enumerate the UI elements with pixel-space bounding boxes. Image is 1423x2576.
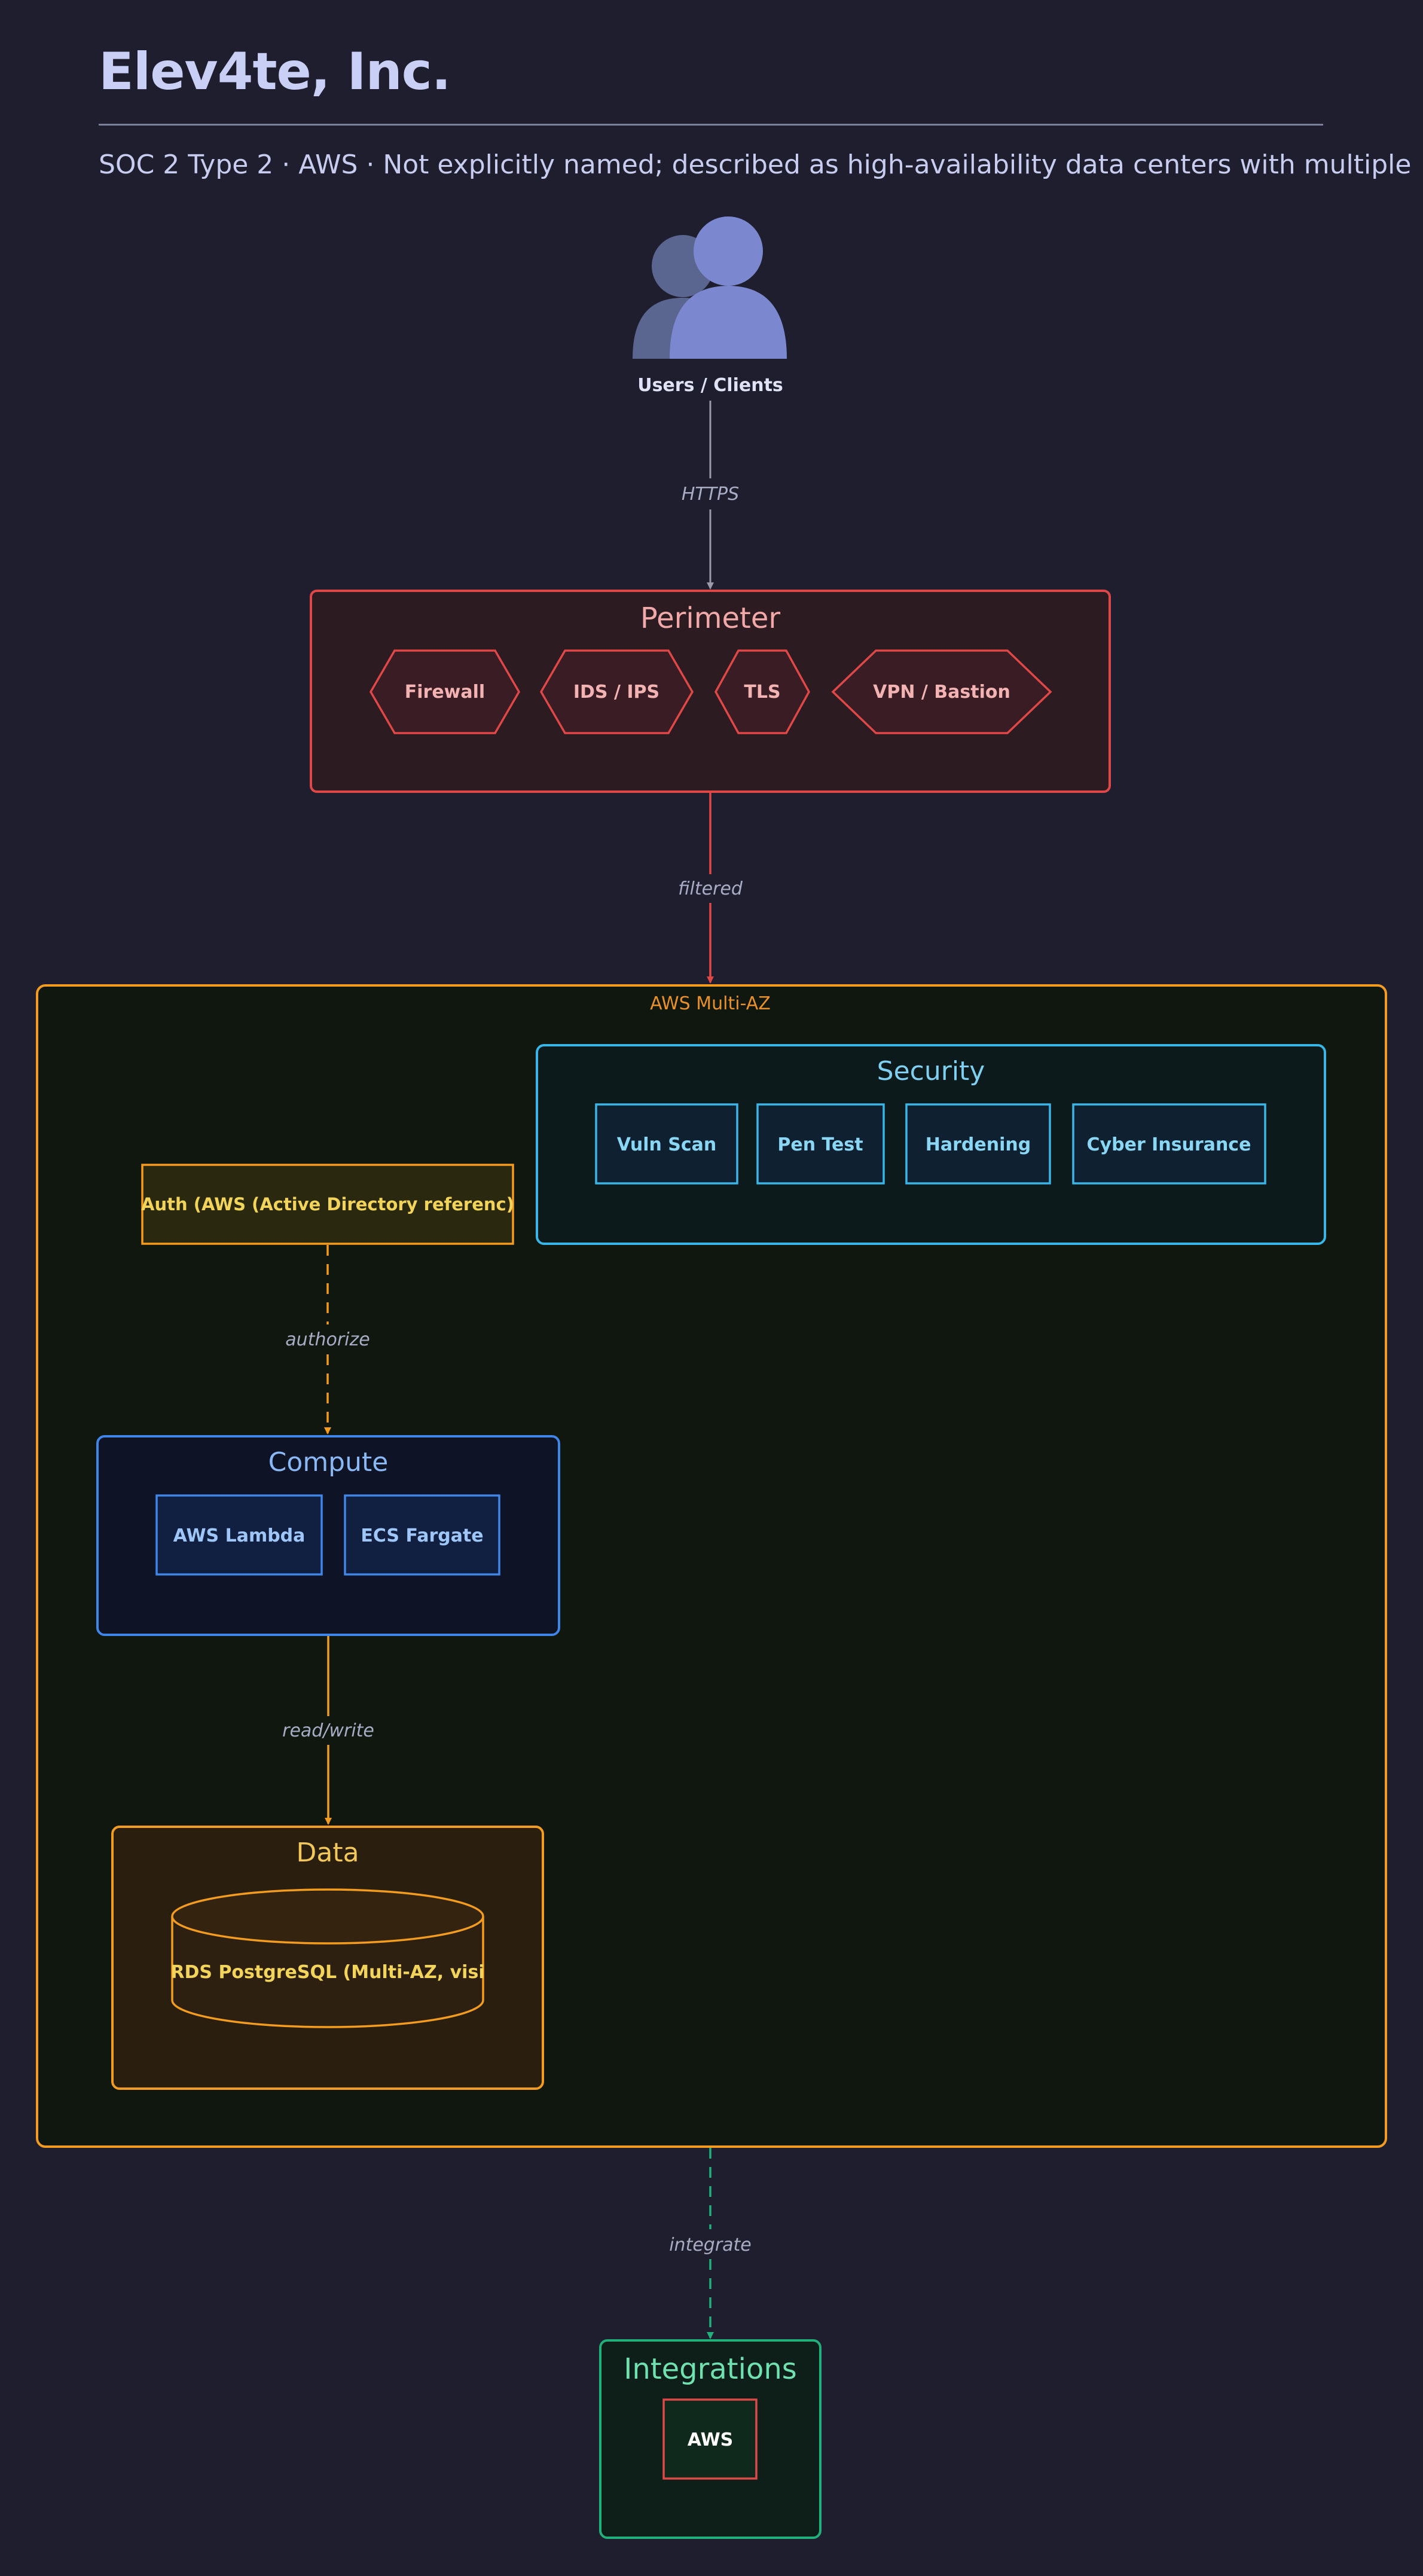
perimeter-ids-ips: IDS / IPS <box>539 649 694 734</box>
auth-label: Auth (AWS (Active Directory referenc) <box>141 1194 514 1214</box>
svg-text:AWS: AWS <box>688 2430 734 2450</box>
compute-group: Compute AWS Lambda ECS Fargate <box>96 1435 560 1636</box>
title-divider <box>99 124 1323 126</box>
perimeter-firewall: Firewall <box>369 649 521 734</box>
diagram-subtitle: SOC 2 Type 2 · AWS · Not explicitly name… <box>99 149 1412 180</box>
security-title: Security <box>877 1056 985 1086</box>
edge-https: HTTPS <box>682 401 739 590</box>
edge-label-authorize: authorize <box>285 1329 370 1350</box>
edge-label-filtered: filtered <box>678 878 743 899</box>
perimeter-tls: TLS <box>714 649 810 734</box>
svg-text:Cyber Insurance: Cyber Insurance <box>1087 1134 1251 1155</box>
database-cylinder: RDS PostgreSQL (Multi-AZ, visi <box>170 1888 485 2028</box>
data-title: Data <box>296 1838 359 1868</box>
svg-text:AWS Lambda: AWS Lambda <box>173 1525 306 1546</box>
data-group: Data RDS PostgreSQL (Multi-AZ, visi <box>111 1826 544 2090</box>
cloud-label: AWS Multi-AZ <box>650 993 771 1014</box>
security-vuln-scan: Vuln Scan <box>595 1103 738 1185</box>
svg-text:Hardening: Hardening <box>926 1134 1031 1155</box>
integrations-group: Integrations AWS <box>599 2339 822 2539</box>
svg-text:IDS / IPS: IDS / IPS <box>573 682 659 703</box>
database-label: RDS PostgreSQL (Multi-AZ, visi <box>170 1962 484 1983</box>
svg-text:ECS Fargate: ECS Fargate <box>361 1525 483 1546</box>
compute-ecs-fargate: ECS Fargate <box>344 1494 500 1576</box>
svg-text:VPN / Bastion: VPN / Bastion <box>873 682 1010 703</box>
integrations-title: Integrations <box>624 2352 797 2386</box>
svg-text:Vuln Scan: Vuln Scan <box>617 1134 717 1155</box>
edge-filtered: filtered <box>678 793 743 984</box>
security-cyber-insurance: Cyber Insurance <box>1072 1103 1266 1185</box>
svg-text:TLS: TLS <box>744 682 780 703</box>
security-pen-test: Pen Test <box>756 1103 885 1185</box>
perimeter-title: Perimeter <box>640 602 780 635</box>
integration-aws: AWS <box>662 2398 758 2480</box>
svg-text:Firewall: Firewall <box>405 682 485 703</box>
security-group: Security Vuln Scan Pen Test Hardening Cy… <box>536 1044 1326 1245</box>
perimeter-group: Perimeter Firewall IDS / IPS TLS VPN / B… <box>310 590 1111 793</box>
edge-label-https: HTTPS <box>682 484 739 505</box>
edge-label-integrate: integrate <box>669 2235 752 2255</box>
edge-authorize: authorize <box>285 1245 370 1434</box>
edge-integrate: integrate <box>669 2148 752 2339</box>
perimeter-vpn-bastion: VPN / Bastion <box>831 649 1052 734</box>
edge-read-write: read/write <box>282 1636 374 1825</box>
compute-aws-lambda: AWS Lambda <box>155 1494 323 1576</box>
edge-label-read-write: read/write <box>282 1720 374 1741</box>
svg-text:Pen Test: Pen Test <box>777 1134 863 1155</box>
users-label: Users / Clients <box>637 375 783 396</box>
security-hardening: Hardening <box>905 1103 1051 1185</box>
compute-title: Compute <box>268 1447 389 1478</box>
users-icon <box>633 216 787 359</box>
auth-node: Auth (AWS (Active Directory referenc) <box>141 1164 514 1245</box>
diagram-title: Elev4te, Inc. <box>99 42 451 102</box>
